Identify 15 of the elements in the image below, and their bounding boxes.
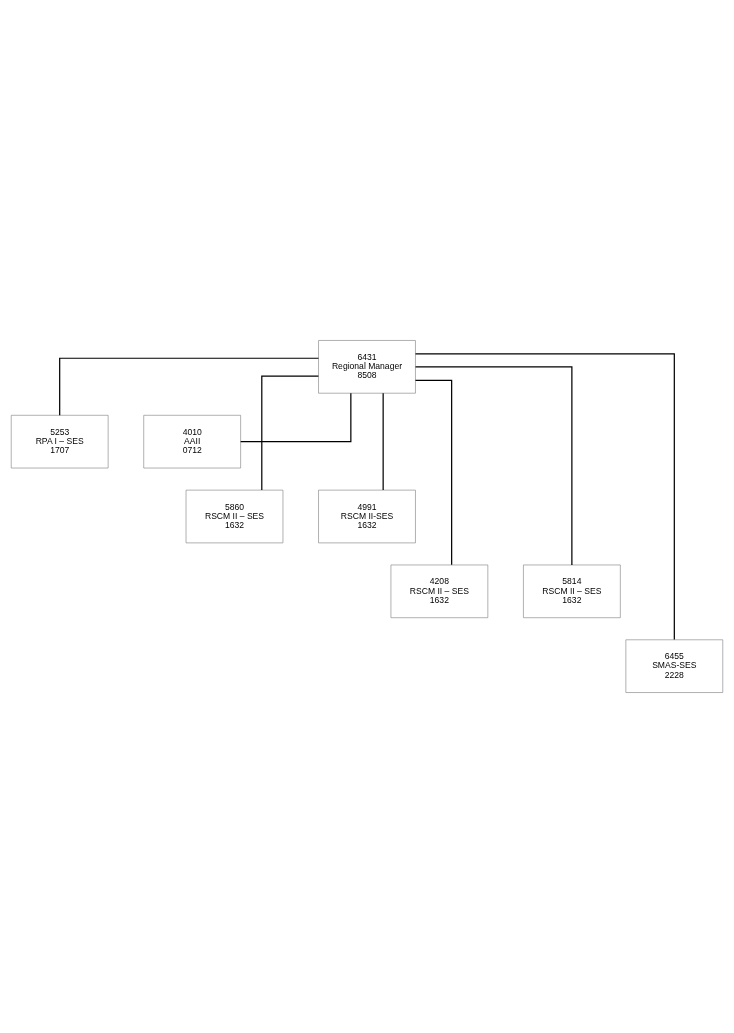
node-box: 5253 RPA I – SES 1707	[10, 415, 109, 469]
node-box: 4991 RSCM II-SES 1632	[318, 489, 416, 544]
node-box: 5814 RSCM II – SES 1632	[523, 564, 621, 618]
node-box: 4208 RSCM II – SES 1632	[390, 564, 489, 618]
connector	[414, 366, 573, 566]
node-box: 4010 AAII 0712	[143, 415, 241, 469]
connector	[59, 357, 320, 416]
connector	[382, 392, 384, 491]
connector	[414, 353, 675, 641]
connector	[240, 392, 352, 443]
connector	[414, 379, 453, 566]
node-box: 6455 SMAS-SES 2228	[625, 639, 724, 693]
node-box: 6431 Regional Manager 8508	[318, 340, 416, 394]
connector	[261, 375, 320, 491]
node-box: 5860 RSCM II – SES 1632	[185, 489, 284, 544]
